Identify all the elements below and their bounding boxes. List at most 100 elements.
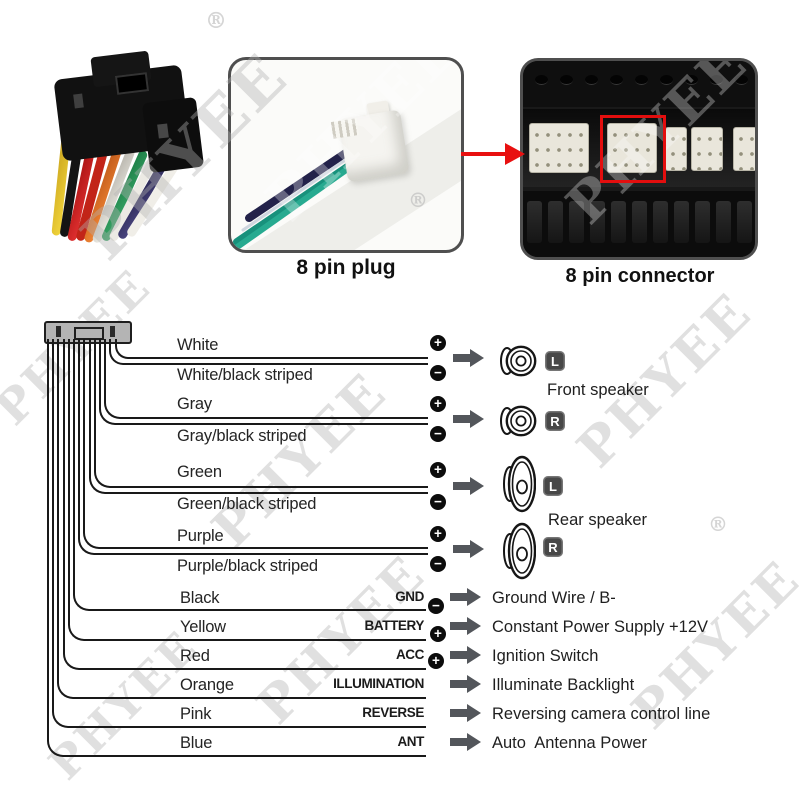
socket-16pin	[529, 123, 589, 173]
wire-label: Green/black striped	[177, 495, 317, 513]
wire-line-blue	[47, 339, 426, 757]
wire-description: Ignition Switch	[492, 647, 599, 665]
arrow-right-icon	[453, 410, 484, 428]
connector-latch-notch	[114, 72, 150, 95]
watermark-reg: ®	[408, 188, 428, 212]
arrow-right-icon	[450, 588, 481, 606]
wire-line-red	[62, 339, 426, 670]
heatsink-slot	[716, 201, 731, 243]
minus-icon: −	[430, 426, 446, 442]
heatsink-slot	[611, 201, 626, 243]
heatsink-slot	[695, 201, 710, 243]
speaker-group-label: Front speaker	[547, 381, 649, 399]
channel-badge: L	[543, 476, 563, 496]
connector-slot	[73, 93, 84, 109]
connector-caption: 8 pin connector	[565, 265, 715, 287]
speaker-group-label: Rear speaker	[548, 511, 648, 529]
heatsink-slot	[737, 201, 752, 243]
wire-label: White/black striped	[177, 366, 313, 384]
minus-icon: −	[430, 494, 446, 510]
wire-label: Yellow	[180, 618, 226, 636]
socket-small	[665, 127, 687, 171]
vent-holes	[535, 75, 748, 85]
plus-icon: +	[430, 462, 446, 478]
rear-speaker-icon	[503, 522, 536, 580]
wire-label: Purple	[177, 527, 224, 545]
arrow-right-icon	[453, 540, 484, 558]
heatsink-slot	[653, 201, 668, 243]
arrow-right-icon	[450, 733, 481, 751]
connector-side-block	[141, 96, 205, 174]
arrow-right-icon	[450, 617, 481, 635]
wire-description: Ground Wire / B-	[492, 589, 616, 607]
watermark-reg: ®	[205, 8, 227, 34]
watermark-reg: ®	[708, 512, 728, 536]
wire-label: Orange	[180, 676, 234, 694]
wire-line-yellow	[67, 339, 426, 641]
connector-key-slot	[110, 326, 115, 337]
wire-label: Gray/black striped	[177, 427, 307, 445]
connector-slot	[157, 123, 169, 139]
arrow-right-icon	[453, 349, 484, 367]
wire-label: Black	[180, 589, 220, 607]
wire-line-orange	[57, 339, 427, 699]
wire-code: ANT	[397, 734, 424, 749]
wire-description: Illuminate Backlight	[492, 676, 635, 694]
harness-photo	[28, 48, 218, 248]
red-arrow-icon	[461, 143, 525, 165]
wire-label: Blue	[180, 734, 213, 752]
socket-small	[733, 127, 755, 171]
channel-badge: R	[545, 411, 565, 431]
arrow-right-icon	[450, 675, 481, 693]
plus-icon: +	[428, 653, 444, 669]
channel-badge: L	[545, 351, 565, 371]
socket-8pin	[607, 123, 657, 173]
wire-line-greenblack	[88, 339, 428, 494]
wire-code: ILLUMINATION	[333, 676, 424, 691]
connector-photo: PHYEE	[520, 58, 758, 260]
wire-line-grayblack	[99, 339, 428, 425]
wire-label: Green	[177, 463, 222, 481]
plug-wires	[231, 140, 366, 250]
plus-icon: +	[430, 526, 446, 542]
heatsink-slot	[569, 201, 584, 243]
front-speaker-icon	[500, 345, 537, 377]
wire-code: GND	[395, 589, 424, 604]
wire-label: Purple/black striped	[177, 557, 318, 575]
wire-label: Red	[180, 647, 210, 665]
wire-line-gray	[104, 339, 429, 419]
wire-description: Constant Power Supply +12V	[492, 618, 709, 636]
connector-key-slot	[56, 326, 61, 337]
heatsink-slot	[590, 201, 605, 243]
front-speaker-icon	[500, 405, 537, 437]
wire-label: Gray	[177, 395, 212, 413]
minus-icon: −	[430, 556, 446, 572]
wire-line-pink	[52, 339, 427, 728]
wire-label: Pink	[180, 705, 212, 723]
wire-code: REVERSE	[362, 705, 424, 720]
wire-line-purpleblack	[78, 339, 429, 555]
plus-icon: +	[430, 335, 446, 351]
plus-icon: +	[430, 396, 446, 412]
wire-code: BATTERY	[364, 618, 425, 633]
heatsink-slot	[674, 201, 689, 243]
minus-icon: −	[428, 598, 444, 614]
wire-label: White	[177, 336, 219, 354]
plug-caption: 8 pin plug	[296, 256, 396, 279]
wire-line-black	[73, 339, 426, 611]
socket-small	[691, 127, 723, 171]
plug-photo: PHYEE	[228, 57, 464, 253]
rear-speaker-icon	[503, 455, 536, 513]
arrow-right-icon	[450, 646, 481, 664]
highlight-rectangle	[600, 115, 666, 183]
wire-description: Reversing camera control line	[492, 705, 711, 723]
heatsink-slot	[632, 201, 647, 243]
channel-badge: R	[543, 537, 563, 557]
wire-line-green	[93, 339, 428, 488]
arrow-right-icon	[450, 704, 481, 722]
wire-code: ACC	[395, 647, 424, 662]
minus-icon: −	[430, 365, 446, 381]
heatsink-slot	[548, 201, 563, 243]
arrow-right-icon	[453, 477, 484, 495]
